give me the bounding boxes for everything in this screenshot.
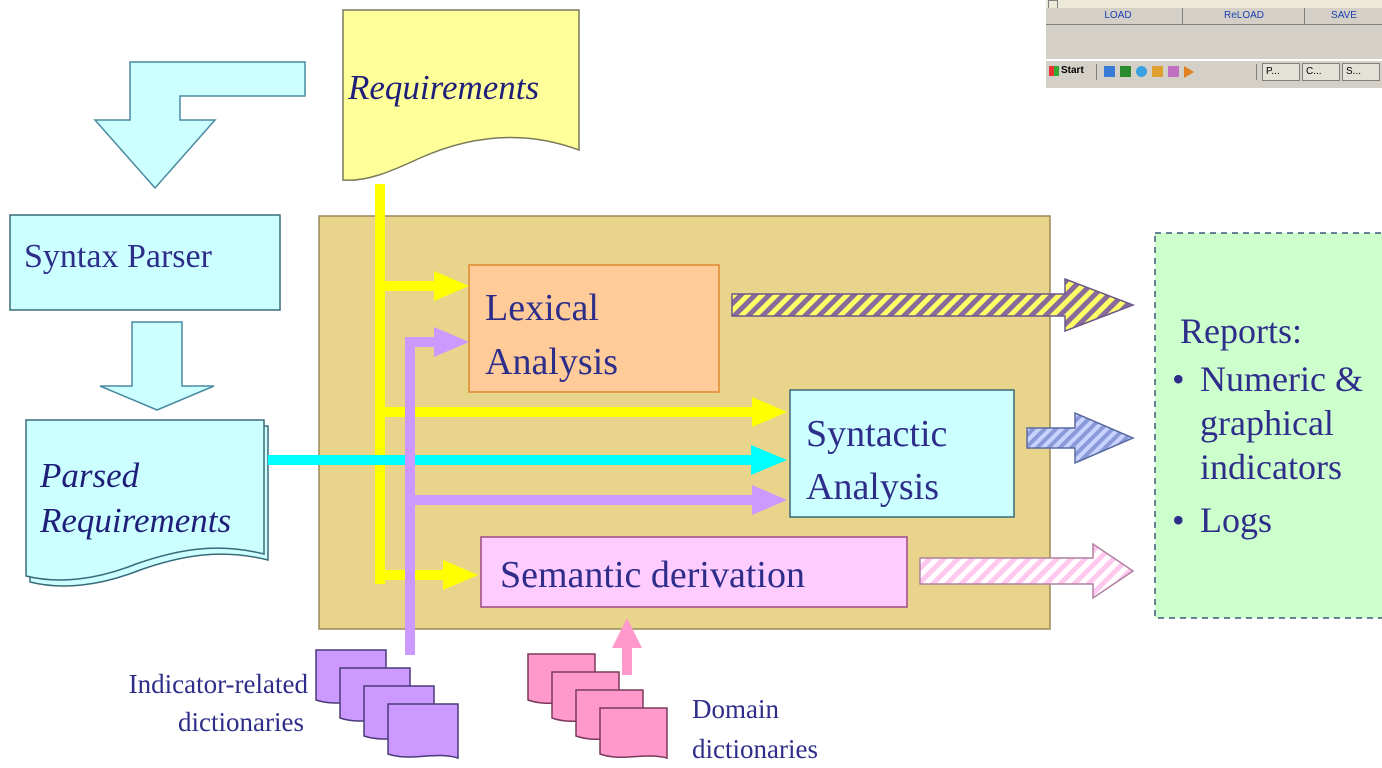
indicator-dictionaries-label-line1: Indicator-related <box>128 669 308 699</box>
syntax-parser-box <box>9 214 281 311</box>
reports-bullet1-line2: graphical <box>1200 403 1334 443</box>
indicator-dictionaries-label-line2: dictionaries <box>178 707 304 737</box>
semantic-output-arrow <box>919 542 1135 600</box>
lexical-label-line1: Lexical <box>485 287 599 329</box>
reports-bullet2: Logs <box>1200 500 1272 540</box>
reports-box <box>1154 232 1382 619</box>
semantic-label: Semantic derivation <box>500 554 805 596</box>
bullet-glyph: • <box>1172 500 1185 540</box>
reload-button[interactable]: ReLOAD <box>1184 8 1305 24</box>
quicklaunch-icon[interactable] <box>1168 66 1179 77</box>
quicklaunch-icon[interactable] <box>1184 66 1194 78</box>
taskbar-item-label: C... <box>1306 66 1322 77</box>
lexical-analysis-box <box>468 264 720 393</box>
taskbar-item[interactable]: S... <box>1342 63 1380 81</box>
start-button[interactable]: Start <box>1061 65 1084 76</box>
quicklaunch-icon[interactable] <box>1120 66 1131 77</box>
save-button[interactable]: SAVE <box>1331 10 1357 21</box>
windows-start-icon <box>1049 66 1059 76</box>
indicator-dictionary-flow <box>405 327 787 655</box>
indicator-dictionaries-stack <box>315 649 459 759</box>
lexical-output-arrow <box>731 277 1136 333</box>
bullet-glyph: • <box>1172 359 1185 399</box>
requirements-label: Requirements <box>348 68 540 107</box>
parsed-requirements-label-line2: Requirements <box>40 501 232 540</box>
domain-dictionaries-label-line1: Domain <box>692 694 779 724</box>
domain-dictionary-flow <box>612 618 642 675</box>
parsed-requirements-flow <box>268 445 787 475</box>
load-button[interactable]: LOAD <box>1054 8 1183 24</box>
reports-bullet1-line1: Numeric & <box>1200 359 1363 399</box>
syntactic-label-line2: Analysis <box>806 466 939 508</box>
bent-flow-arrow <box>93 61 306 190</box>
screenshot-gap <box>1046 25 1382 59</box>
down-flow-arrow <box>99 321 215 411</box>
screenshot-taskbar: Start P... C... S... <box>1046 59 1382 83</box>
domain-dictionaries-stack <box>527 653 668 759</box>
embedded-screenshot: LOAD ReLOAD SAVE Start P... C... S... <box>1046 0 1382 88</box>
quicklaunch-icon[interactable] <box>1104 66 1115 77</box>
taskbar-item-label: P... <box>1266 66 1280 77</box>
quicklaunch-icon[interactable] <box>1152 66 1163 77</box>
parsed-requirements-document <box>25 419 265 581</box>
syntax-parser-label: Syntax Parser <box>24 238 212 275</box>
syntactic-label-line1: Syntactic <box>806 413 948 455</box>
domain-dictionaries-label-line2: dictionaries <box>692 734 818 764</box>
syntactic-output-arrow <box>1026 411 1135 465</box>
syntactic-analysis-box <box>789 389 1015 518</box>
parsed-requirements-label-line1: Parsed <box>40 456 140 495</box>
screenshot-button-bar <box>1046 8 1382 25</box>
taskbar-item-label: S... <box>1346 66 1362 77</box>
requirements-document <box>342 9 580 181</box>
reports-bullet1-line3: indicators <box>1200 447 1342 487</box>
semantic-derivation-box <box>480 536 908 608</box>
lexical-label-line2: Analysis <box>485 341 618 383</box>
quicklaunch-icon[interactable] <box>1136 66 1147 77</box>
taskbar-item[interactable]: C... <box>1302 63 1340 81</box>
reports-title: Reports: <box>1180 311 1302 351</box>
taskbar-item[interactable]: P... <box>1262 63 1300 81</box>
